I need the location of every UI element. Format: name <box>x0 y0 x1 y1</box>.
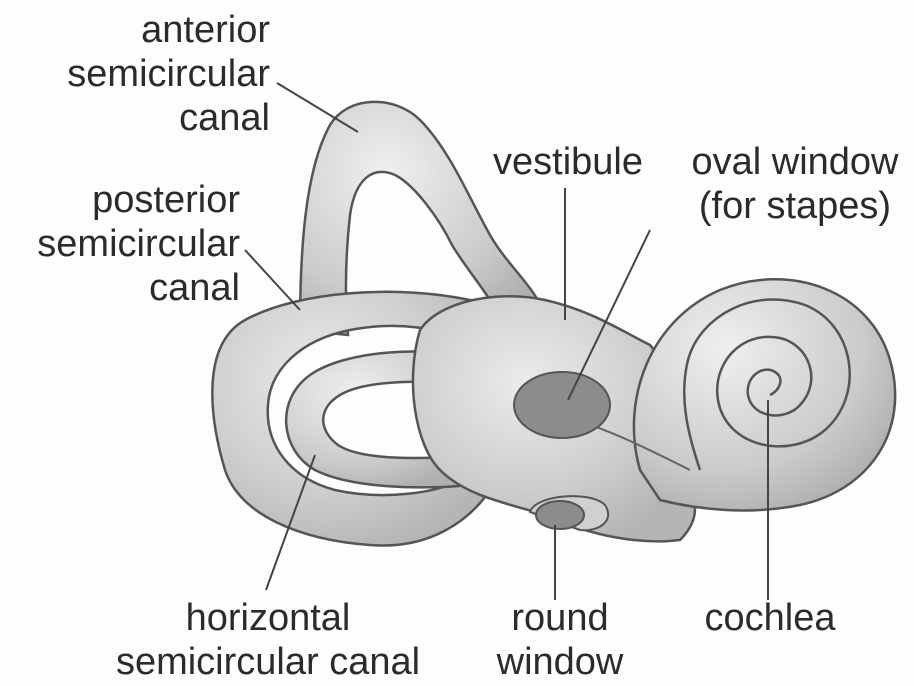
label-posterior-semicircular-canal: posterior semicircular canal <box>0 178 240 310</box>
label-line: horizontal <box>108 596 428 640</box>
label-horizontal-semicircular-canal: horizontal semicircular canal <box>108 596 428 684</box>
label-oval-window: oval window (for stapes) <box>680 140 910 228</box>
label-line: cochlea <box>690 596 850 640</box>
label-line: oval window <box>680 140 910 184</box>
label-line: round <box>490 596 630 640</box>
label-line: (for stapes) <box>680 184 910 228</box>
label-line: posterior <box>0 178 240 222</box>
label-line: semicircular <box>20 52 270 96</box>
label-line: semicircular canal <box>108 640 428 684</box>
leader-anterior <box>277 83 358 132</box>
label-round-window: round window <box>490 596 630 684</box>
label-line: vestibule <box>478 140 658 184</box>
label-line: semicircular <box>0 222 240 266</box>
round-window <box>536 501 584 529</box>
oval-window <box>514 372 610 438</box>
label-line: anterior <box>20 8 270 52</box>
leader-posterior <box>245 250 300 310</box>
label-line: canal <box>20 96 270 140</box>
cochlea-body <box>634 279 895 510</box>
label-anterior-semicircular-canal: anterior semicircular canal <box>20 8 270 140</box>
label-cochlea: cochlea <box>690 596 850 640</box>
label-line: canal <box>0 266 240 310</box>
label-vestibule: vestibule <box>478 140 658 184</box>
label-line: window <box>490 640 630 684</box>
